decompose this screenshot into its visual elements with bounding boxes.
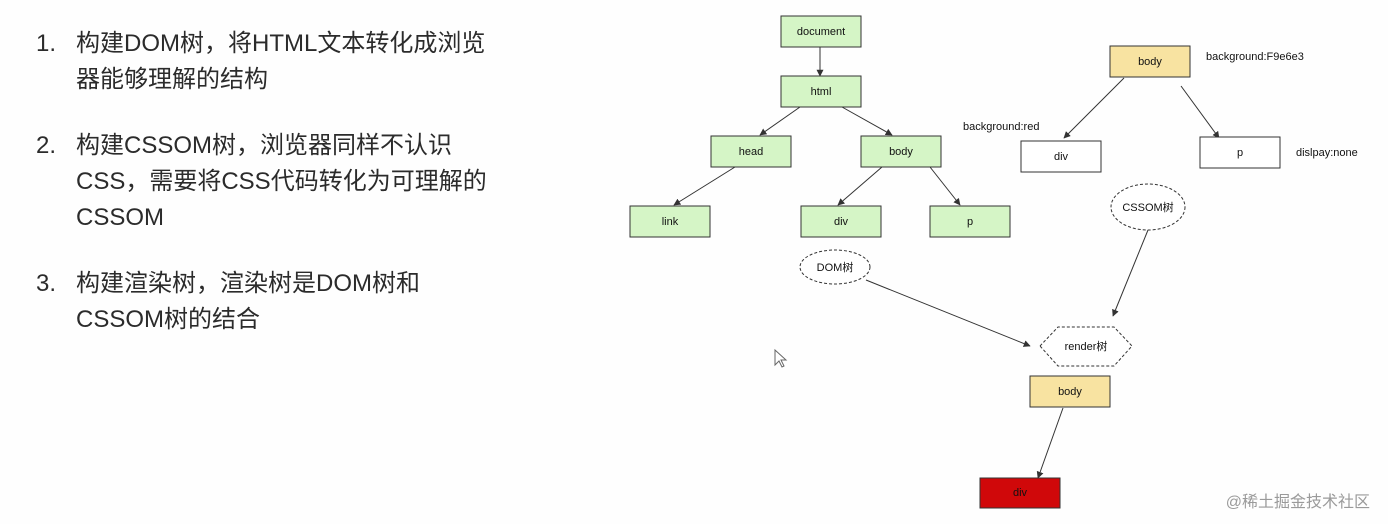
edge-html-body — [841, 106, 893, 136]
node-label: p — [967, 216, 973, 228]
steps-list: 1. 构建DOM树，将HTML文本转化成浏览器能够理解的结构 2. 构建CSSO… — [36, 26, 556, 368]
dom-tree-caption: DOM树 — [799, 249, 871, 285]
dom-node-p: p — [929, 205, 1011, 238]
render-tree-hexagon: render树 — [1039, 326, 1133, 367]
node-label: div — [1013, 487, 1028, 499]
step-2: 2. 构建CSSOM树，浏览器同样不认识CSS，需要将CSS代码转化为可理解的C… — [36, 128, 556, 236]
step-number: 3. — [36, 270, 57, 297]
caption-label: CSSOM树 — [1122, 200, 1173, 214]
cssom-body-style: background:F9e6e3 — [1206, 51, 1304, 63]
node-label: link — [662, 216, 679, 228]
cssom-node-div: div — [1020, 140, 1102, 173]
edge-dom-to-render — [865, 279, 1031, 347]
cssom-node-p: p — [1199, 136, 1281, 169]
merge-edges — [865, 229, 1149, 479]
dom-tree-edges — [673, 47, 961, 206]
cssom-div-style: background:red — [963, 121, 1039, 133]
node-label: body — [1058, 386, 1082, 398]
edge-body-div — [837, 166, 883, 206]
node-label: body — [889, 146, 913, 158]
dom-node-div: div — [800, 205, 882, 238]
step-text: 构建渲染树，渲染树是DOM树和CSSOM树的结合 — [76, 270, 420, 333]
mouse-cursor-icon — [774, 348, 788, 368]
cssom-node-body: body — [1109, 45, 1191, 78]
render-node-body: body — [1029, 375, 1111, 408]
node-label: div — [834, 216, 849, 228]
dom-node-link: link — [629, 205, 711, 238]
node-label: document — [797, 26, 845, 38]
node-label: head — [739, 146, 763, 158]
caption-label: DOM树 — [817, 260, 854, 274]
dom-node-head: head — [710, 135, 792, 168]
step-number: 2. — [36, 132, 57, 159]
watermark: @稀土掘金技术社区 — [1225, 494, 1370, 511]
edge-cssom-body-div — [1063, 77, 1125, 139]
cssom-tree: body background:F9e6e3 div background:re… — [963, 45, 1358, 231]
node-label: p — [1237, 147, 1243, 159]
step-number: 1. — [36, 30, 57, 57]
render-tree: render树 body div — [979, 326, 1133, 509]
cssom-tree-caption: CSSOM树 — [1110, 183, 1186, 231]
step-text: 构建DOM树，将HTML文本转化成浏览器能够理解的结构 — [76, 30, 486, 93]
dom-tree: document html head body link div p DOM树 — [629, 15, 1011, 285]
render-node-div: div — [979, 477, 1061, 509]
node-label: html — [811, 86, 832, 98]
step-text: 构建CSSOM树，浏览器同样不认识CSS，需要将CSS代码转化为可理解的CSSO… — [76, 132, 487, 231]
edge-cssom-to-render — [1112, 229, 1149, 317]
edge-body-p — [929, 166, 961, 206]
node-label: body — [1138, 56, 1162, 68]
node-label: div — [1054, 151, 1069, 163]
edge-html-head — [759, 106, 801, 136]
hexagon-label: render树 — [1065, 339, 1108, 353]
dom-node-html: html — [780, 75, 862, 108]
edge-head-link — [673, 166, 736, 206]
step-3: 3. 构建渲染树，渲染树是DOM树和CSSOM树的结合 — [36, 266, 556, 338]
cssom-tree-edges — [1063, 77, 1220, 139]
dom-node-document: document — [780, 15, 862, 48]
edge-render-body-div — [1036, 407, 1064, 479]
dom-node-body: body — [860, 135, 942, 168]
edge-cssom-body-p — [1180, 85, 1220, 139]
cssom-p-style: dislpay:none — [1296, 147, 1358, 159]
step-1: 1. 构建DOM树，将HTML文本转化成浏览器能够理解的结构 — [36, 26, 556, 98]
